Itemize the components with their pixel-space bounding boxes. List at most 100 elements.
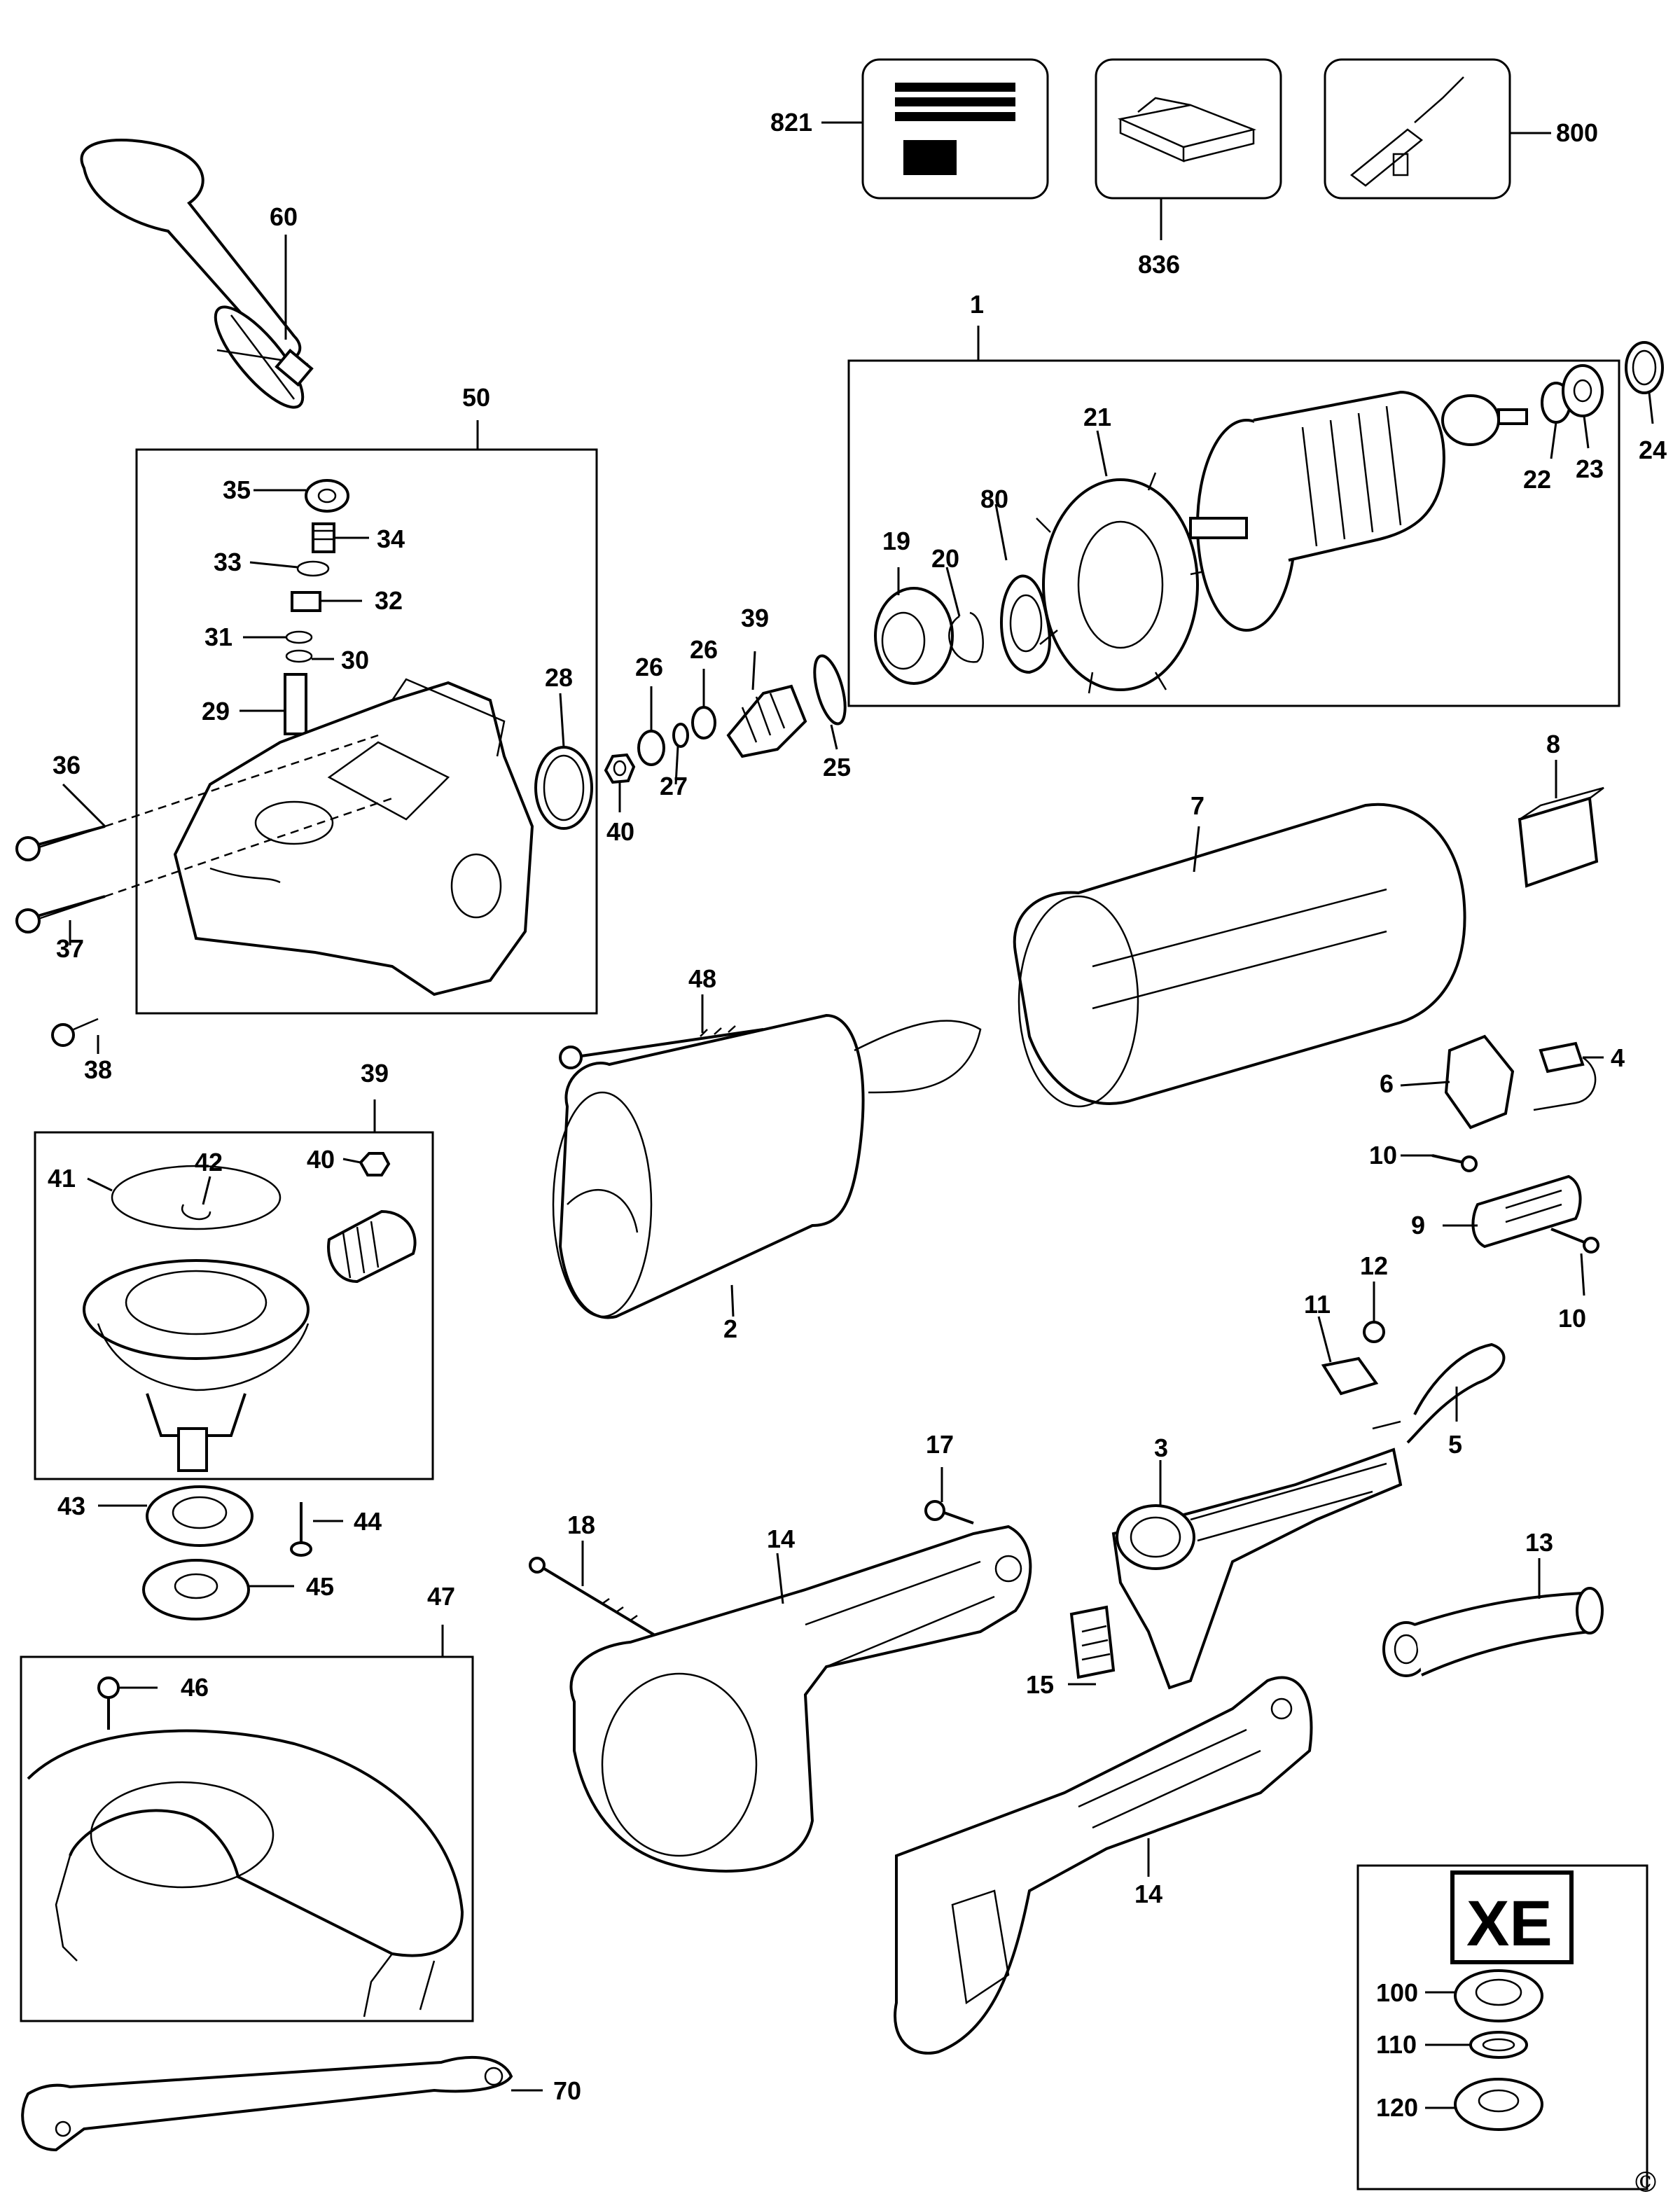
label-38: 38 xyxy=(84,1055,112,1084)
label-7: 7 xyxy=(1190,791,1205,820)
field-stator-2 xyxy=(552,1013,982,1319)
label-39b: 39 xyxy=(361,1059,389,1088)
gear-group-39 xyxy=(34,1099,434,1480)
switch-6 xyxy=(1400,1034,1515,1130)
part-number-labels: 821 836 800 60 1 24 50 21 22 23 35 34 80… xyxy=(48,108,1667,2199)
screw-10-upper xyxy=(1401,1154,1478,1172)
label-5: 5 xyxy=(1448,1430,1462,1459)
rear-handle-half-14-lower xyxy=(894,1676,1313,2055)
bearing-ring-24 xyxy=(1625,341,1664,424)
label-39a: 39 xyxy=(741,604,769,632)
stay-bolt-48 xyxy=(559,994,764,1069)
label-21: 21 xyxy=(1083,403,1111,431)
label-26b: 26 xyxy=(690,635,718,664)
rod-18 xyxy=(529,1541,656,1637)
accessory-800-brush-tool xyxy=(1324,58,1551,200)
label-70: 70 xyxy=(553,2076,581,2105)
label-43: 43 xyxy=(57,1492,85,1520)
label-30: 30 xyxy=(341,646,369,674)
label-11: 11 xyxy=(1304,1290,1331,1319)
copyright-mark: © xyxy=(1632,2167,1660,2199)
screw-44 xyxy=(290,1502,343,1557)
label-9: 9 xyxy=(1411,1211,1425,1240)
label-80: 80 xyxy=(980,485,1008,513)
outer-flange-45 xyxy=(142,1559,294,1620)
label-110: 110 xyxy=(1376,2030,1417,2059)
label-4: 4 xyxy=(1611,1043,1625,1072)
armature-group-1 xyxy=(847,326,1620,707)
label-8: 8 xyxy=(1546,730,1560,758)
label-17: 17 xyxy=(926,1430,954,1459)
clamp-screw-12 xyxy=(1363,1282,1385,1343)
cover-plate-9 xyxy=(1443,1174,1582,1249)
label-34: 34 xyxy=(377,525,405,553)
label-44: 44 xyxy=(354,1507,382,1536)
label-50: 50 xyxy=(462,383,490,412)
label-42: 42 xyxy=(195,1148,223,1176)
motor-housing-7 xyxy=(1013,803,1466,1108)
label-120: 120 xyxy=(1376,2093,1418,2122)
screw-10-lower xyxy=(1550,1228,1599,1296)
label-10a: 10 xyxy=(1369,1141,1397,1169)
label-3: 3 xyxy=(1154,1433,1168,1462)
label-25: 25 xyxy=(823,753,851,782)
label-26a: 26 xyxy=(635,653,663,681)
switch-assembly-3 xyxy=(1111,1447,1403,1690)
label-32: 32 xyxy=(375,586,403,615)
label-33: 33 xyxy=(214,548,242,576)
label-14b: 14 xyxy=(1134,1880,1162,1908)
label-2: 2 xyxy=(723,1314,737,1343)
rear-handle-half-14-upper xyxy=(569,1525,1032,1873)
label-41: 41 xyxy=(48,1164,76,1193)
cable-sleeve-13 xyxy=(1382,1558,1604,1677)
screw-17 xyxy=(924,1467,974,1525)
label-47: 47 xyxy=(427,1582,455,1611)
xe-flange-set xyxy=(1356,1864,1648,2190)
label-40b: 40 xyxy=(307,1145,335,1174)
label-800: 800 xyxy=(1556,118,1598,147)
brush-8 xyxy=(1518,760,1604,888)
carbon-brush-4 xyxy=(1533,1041,1604,1111)
label-31: 31 xyxy=(204,623,232,651)
gear-housing-group-50 xyxy=(135,420,598,1015)
label-37: 37 xyxy=(56,934,84,963)
side-handle-60 xyxy=(80,139,314,409)
label-14a: 14 xyxy=(767,1525,795,1553)
label-45: 45 xyxy=(306,1572,334,1601)
label-29: 29 xyxy=(202,697,230,725)
guard-group-47 xyxy=(20,1625,474,2022)
bevel-gear-stack xyxy=(604,651,847,812)
label-18: 18 xyxy=(567,1511,595,1539)
label-6: 6 xyxy=(1380,1069,1394,1098)
cable-clamp-11 xyxy=(1317,1316,1379,1396)
label-1: 1 xyxy=(970,290,984,319)
spanner-70 xyxy=(21,2056,543,2152)
label-13: 13 xyxy=(1525,1528,1553,1557)
inner-flange-43 xyxy=(98,1485,254,1547)
label-10b: 10 xyxy=(1558,1304,1586,1333)
label-22: 22 xyxy=(1523,465,1551,494)
accessory-836-kit-box xyxy=(1095,58,1282,240)
label-836: 836 xyxy=(1138,250,1180,279)
nameplate-15 xyxy=(1068,1605,1116,1686)
screws-36-37-38 xyxy=(15,734,393,1054)
label-27: 27 xyxy=(660,772,688,800)
label-36: 36 xyxy=(53,751,81,779)
label-20: 20 xyxy=(931,544,959,573)
label-48: 48 xyxy=(688,964,716,993)
xe-badge: XE xyxy=(1466,1888,1553,1959)
label-40a: 40 xyxy=(606,817,634,846)
label-23: 23 xyxy=(1576,454,1604,483)
label-15: 15 xyxy=(1026,1670,1054,1699)
label-46: 46 xyxy=(181,1673,209,1702)
label-12: 12 xyxy=(1360,1251,1388,1280)
label-19: 19 xyxy=(882,527,910,555)
accessory-821-label-sheet xyxy=(821,58,1049,200)
label-60: 60 xyxy=(270,202,298,231)
label-28: 28 xyxy=(545,663,573,692)
power-cable-5 xyxy=(1372,1342,1506,1444)
label-24: 24 xyxy=(1639,436,1667,464)
label-100: 100 xyxy=(1376,1978,1418,2007)
label-35: 35 xyxy=(223,475,251,504)
